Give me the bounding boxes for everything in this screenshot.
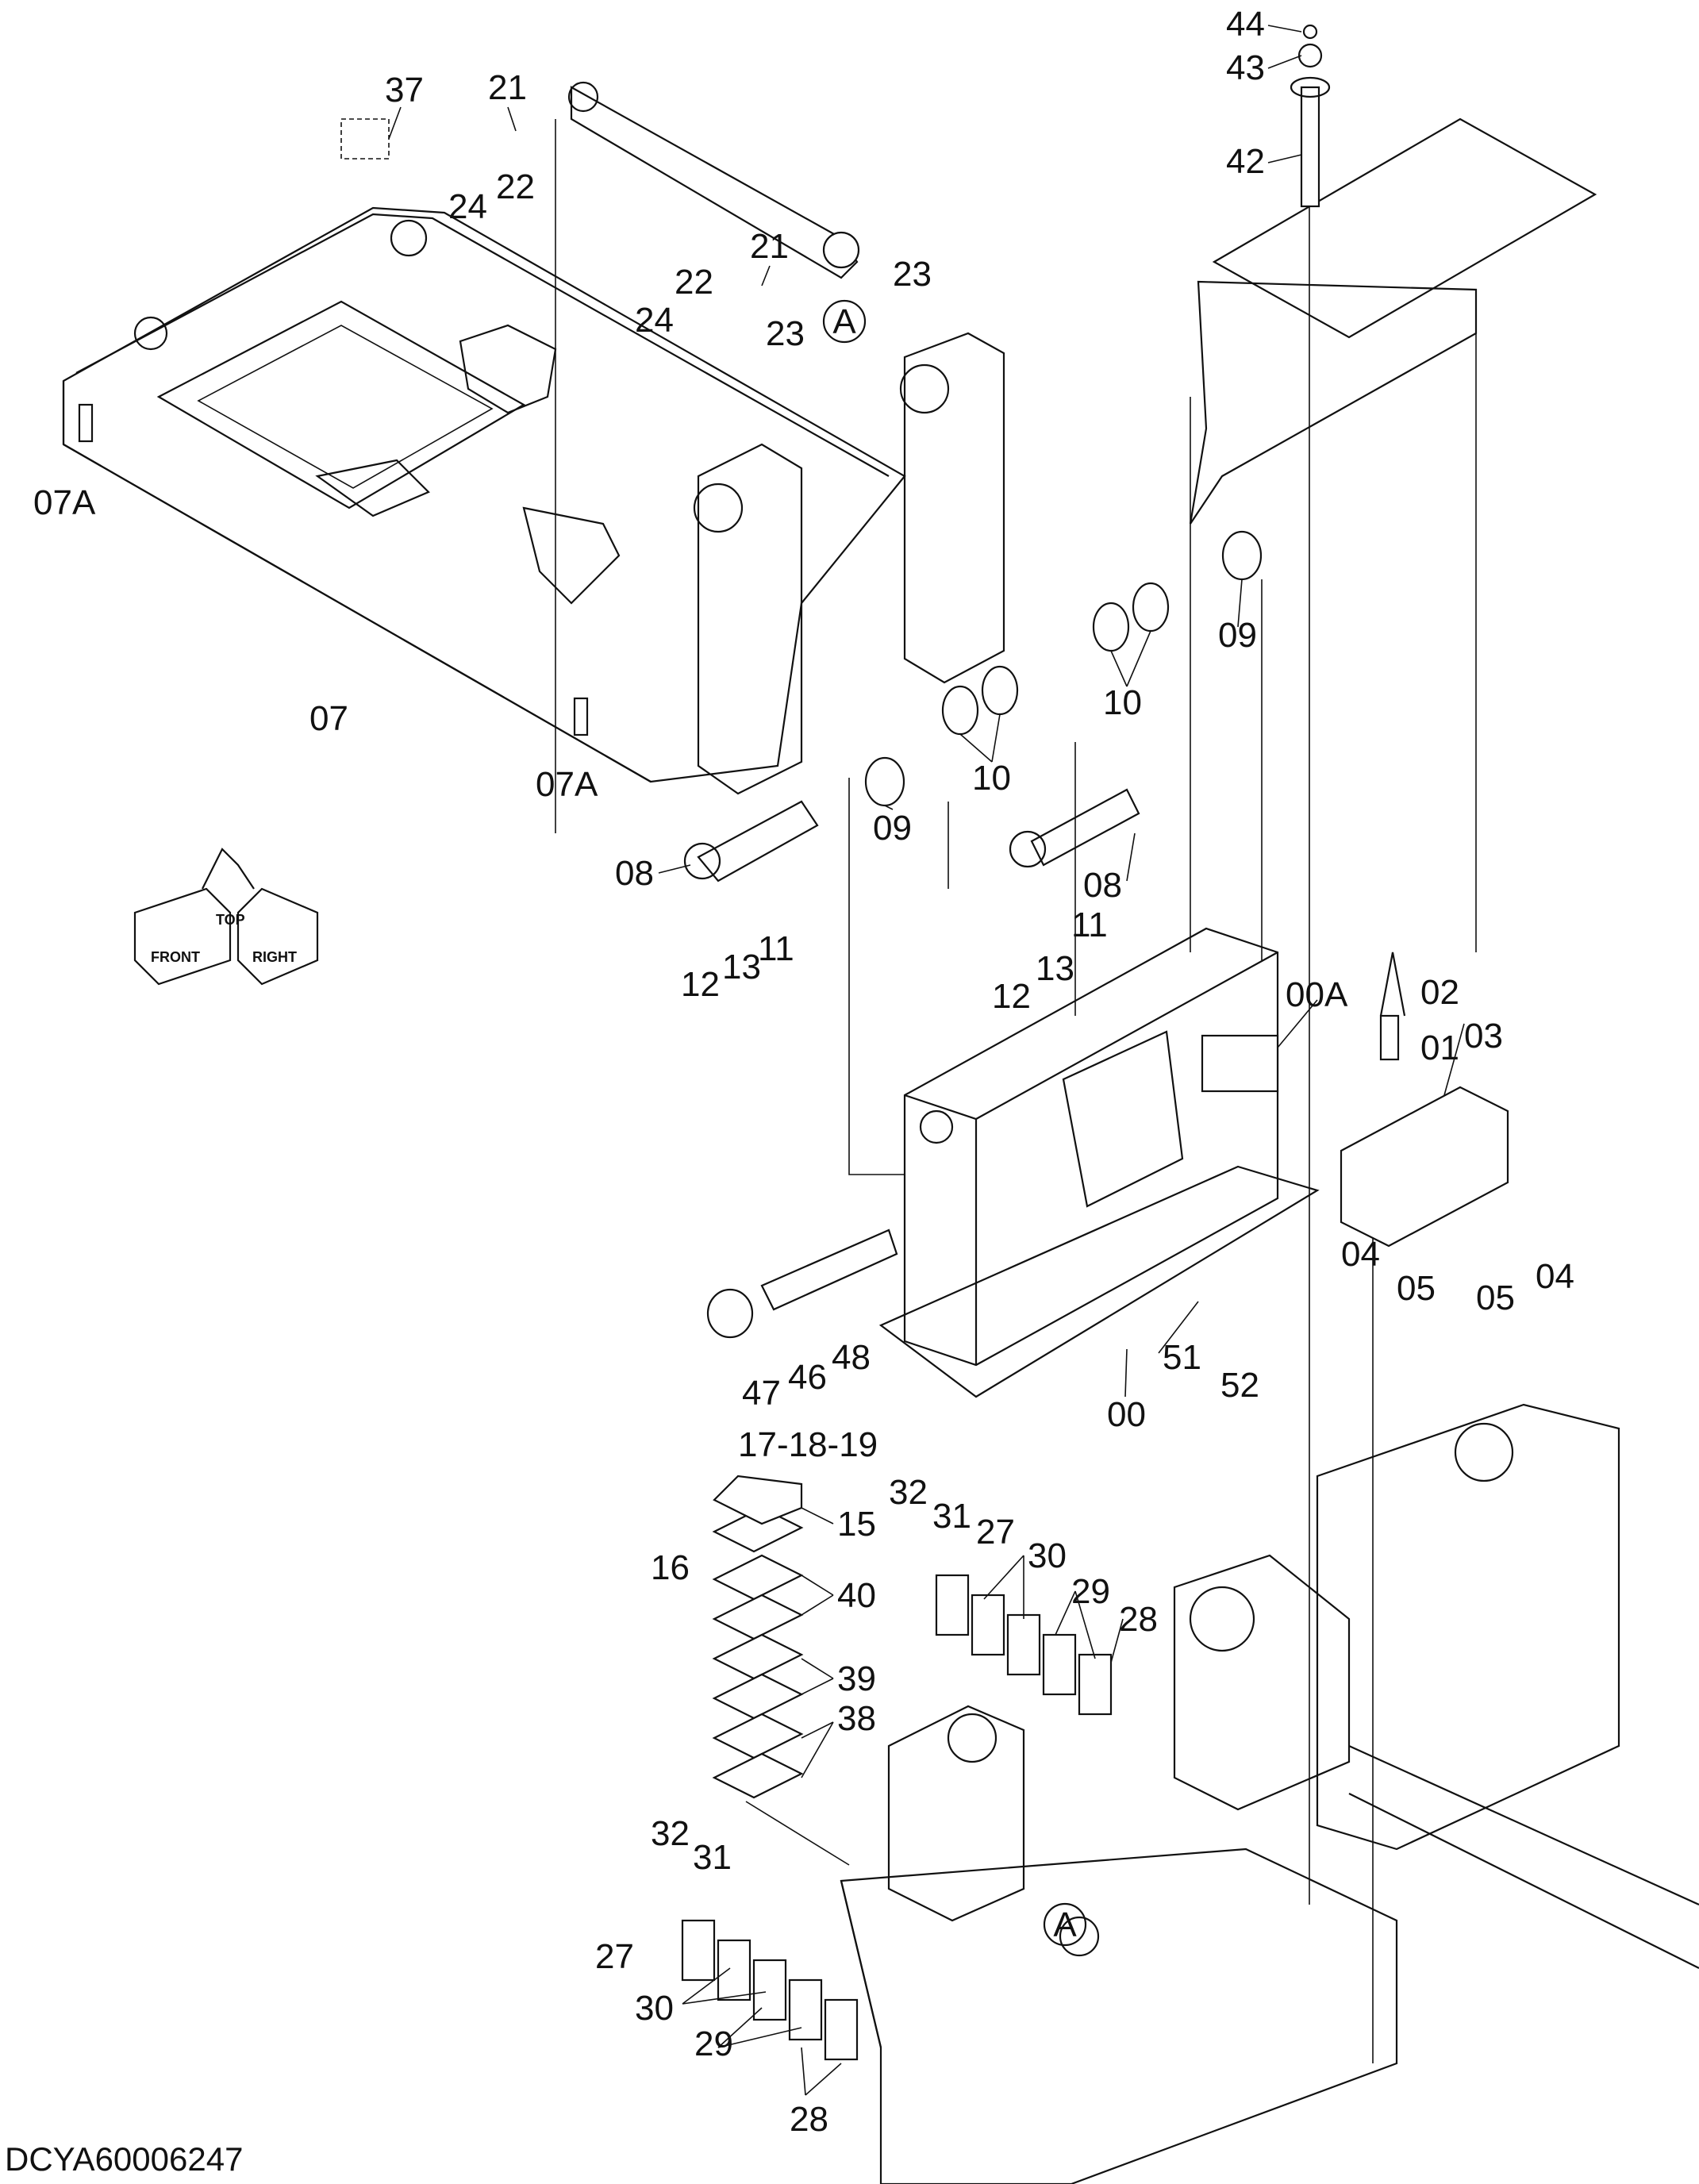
boom-assembly <box>1173 1403 1699 1969</box>
part-label-51: 51 <box>1163 1338 1201 1377</box>
guide-lines <box>555 119 1477 2063</box>
part-label-12-right: 12 <box>992 977 1031 1016</box>
drawing-number: DCYA60006247 <box>5 2140 243 2178</box>
part-label-27a: 27 <box>976 1513 1015 1551</box>
part-label-32b: 32 <box>651 1814 690 1853</box>
orientation-front-label: FRONT <box>151 949 200 965</box>
part-label-10-right: 10 <box>1103 683 1142 722</box>
part-label-23b: 23 <box>893 255 932 294</box>
part-label-07: 07 <box>309 699 348 738</box>
part-label-16: 16 <box>651 1548 690 1587</box>
part-label-29b: 29 <box>694 2024 733 2063</box>
part-label-17-18-19: 17-18-19 <box>738 1425 878 1464</box>
orientation-right-label: RIGHT <box>252 949 297 965</box>
part-label-08-left: 08 <box>615 854 654 893</box>
shim-stack-upper-right <box>935 1574 1113 1716</box>
part-label-01: 01 <box>1420 1029 1459 1067</box>
part-label-28b: 28 <box>790 2100 828 2139</box>
detail-marker-upper: A <box>822 299 867 344</box>
part-label-00A: 00A <box>1286 975 1348 1014</box>
part-37-box <box>340 118 390 160</box>
part-label-07A-right: 07A <box>536 765 598 804</box>
label-leaders <box>388 25 1465 2096</box>
svg-text:A: A <box>832 302 856 341</box>
part-label-27b: 27 <box>595 1937 634 1976</box>
part-label-31a: 31 <box>932 1497 971 1536</box>
washers <box>864 530 1263 807</box>
part-label-00: 00 <box>1107 1395 1146 1434</box>
part-label-15: 15 <box>837 1505 876 1544</box>
part-labels: 44 43 42 37 21 24 22 21 22 24 23 23 07A … <box>33 5 1574 2139</box>
part-label-28a: 28 <box>1119 1600 1158 1639</box>
part-label-04-left: 04 <box>1341 1235 1380 1274</box>
part-label-24a: 24 <box>448 187 487 226</box>
part-label-03: 03 <box>1464 1017 1503 1055</box>
part-label-43: 43 <box>1226 48 1265 87</box>
part-label-12-left: 12 <box>681 965 720 1004</box>
part-label-11-right: 11 <box>1071 906 1108 944</box>
part-label-38: 38 <box>837 1699 876 1738</box>
bracket-plate-assembly <box>1189 24 1597 525</box>
main-box-00 <box>878 927 1320 1398</box>
shim-stack-lower-left <box>681 1919 859 2061</box>
part-label-09-left: 09 <box>873 809 912 848</box>
part-label-22b: 22 <box>675 263 713 302</box>
part-label-09-right: 09 <box>1218 616 1257 655</box>
part-label-24b: 24 <box>635 301 674 340</box>
part-label-40: 40 <box>837 1576 876 1615</box>
cover-plate <box>706 1228 898 1339</box>
part-label-05-left: 05 <box>1397 1269 1436 1308</box>
bracket-03 <box>1340 952 1509 1248</box>
part-label-22a: 22 <box>496 167 535 206</box>
frame-07 <box>62 206 906 783</box>
orientation-symbol: FRONT TOP RIGHT <box>133 848 319 986</box>
detail-marker-lower: A <box>1043 1902 1087 1947</box>
part-label-47: 47 <box>742 1374 781 1413</box>
part-label-21a: 21 <box>488 68 527 107</box>
part-label-04-right: 04 <box>1536 1257 1574 1296</box>
part-label-48: 48 <box>832 1338 871 1377</box>
orientation-top-label: TOP <box>216 912 245 928</box>
pins-08 <box>683 788 1140 882</box>
frame-07-uprights <box>693 332 1005 795</box>
part-label-30b: 30 <box>635 1989 674 2028</box>
part-label-07A-left: 07A <box>33 483 96 522</box>
part-label-11-left: 11 <box>758 929 794 968</box>
part-label-42: 42 <box>1226 142 1265 181</box>
lower-frame <box>840 1705 1398 2184</box>
part-label-30a: 30 <box>1028 1536 1067 1575</box>
part-label-13-left: 13 <box>722 948 761 986</box>
part-label-46: 46 <box>788 1358 827 1397</box>
part-label-31b: 31 <box>693 1838 732 1877</box>
part-label-21b: 21 <box>750 227 789 266</box>
part-label-37: 37 <box>385 71 424 110</box>
shim-stack-center <box>712 1475 804 1799</box>
cylinder <box>567 81 860 279</box>
part-label-39: 39 <box>837 1659 876 1698</box>
part-label-02: 02 <box>1420 973 1459 1012</box>
part-label-44: 44 <box>1226 5 1265 44</box>
part-label-05-right: 05 <box>1476 1278 1515 1317</box>
part-label-32a: 32 <box>889 1473 928 1512</box>
part-label-10-left: 10 <box>972 759 1011 798</box>
part-label-23a: 23 <box>766 314 805 353</box>
svg-text:A: A <box>1053 1905 1077 1944</box>
part-label-52: 52 <box>1220 1366 1259 1405</box>
part-label-08-right: 08 <box>1083 866 1122 905</box>
part-label-29a: 29 <box>1071 1572 1110 1611</box>
part-label-13-right: 13 <box>1036 949 1074 988</box>
